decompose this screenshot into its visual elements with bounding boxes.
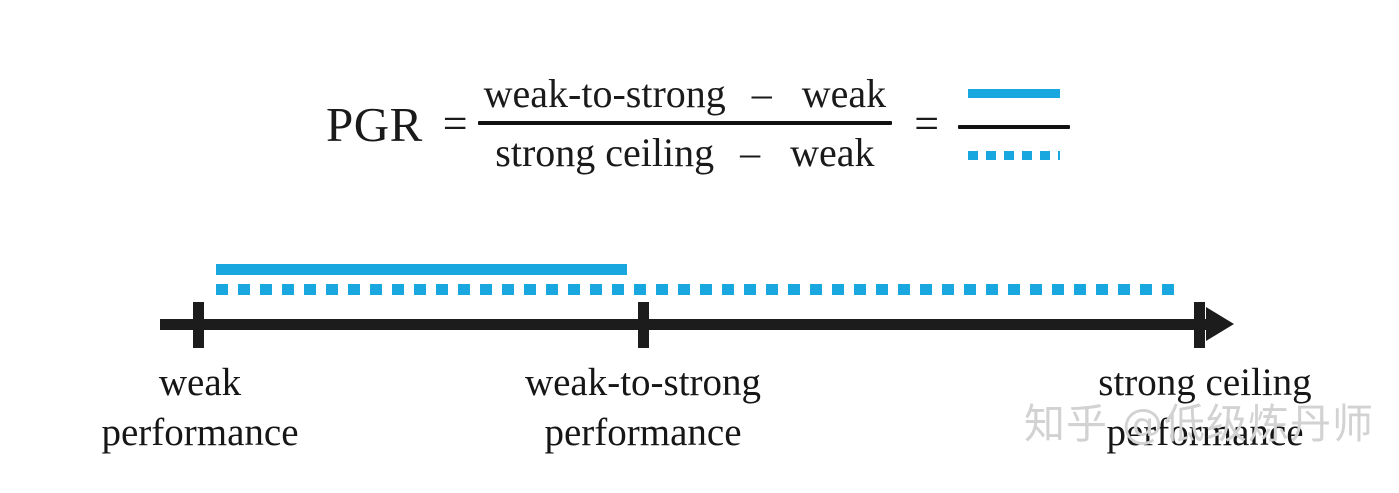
axis-label-weak: weak performance — [40, 358, 360, 458]
denominator-term-weak: weak — [790, 129, 875, 175]
axis-label-ceiling-line2: performance — [1106, 410, 1304, 454]
axis-arrow-icon — [1206, 307, 1234, 341]
axis-label-w2s-line1: weak-to-strong — [524, 361, 762, 404]
fraction-numerator: weak-to-strong–weak — [478, 69, 893, 121]
pgr-acronym-label: PGR — [325, 96, 423, 152]
equals-sign-first: = — [442, 99, 468, 148]
axis-label-weak-to-strong: weak-to-strong performance — [463, 358, 823, 458]
numerator-minus-operator: – — [751, 70, 772, 116]
denominator-term-strong-ceiling: strong ceiling — [495, 129, 715, 175]
numerator-term-weak: weak — [801, 70, 887, 116]
fraction-denominator: strong ceiling–weak — [489, 125, 880, 180]
visual-denominator-dotted-bar — [968, 150, 1061, 160]
denominator-minus-operator: – — [740, 129, 761, 175]
fraction-bar-visual — [958, 124, 1071, 129]
gain-bar-solid — [216, 264, 627, 275]
axis-label-weak-line1: weak — [158, 361, 242, 404]
pgr-visual-fraction — [955, 88, 1073, 160]
tick-mark-strong-ceiling — [1194, 302, 1205, 348]
axis-label-ceiling-line1: strong ceiling — [1098, 361, 1312, 404]
axis-label-w2s-line2: performance — [544, 410, 742, 454]
pgr-formula: PGR = weak-to-strong–weak strong ceiling… — [0, 44, 1399, 204]
zhihu-watermark: 知乎 @低级炼丹师 — [1024, 400, 1375, 448]
visual-numerator-solid-bar — [968, 88, 1061, 98]
numerator-term-weak-to-strong: weak-to-strong — [483, 70, 726, 116]
axis-line — [160, 319, 1216, 330]
pgr-textual-fraction: weak-to-strong–weak strong ceiling–weak — [477, 69, 893, 180]
tick-mark-weak — [193, 302, 204, 348]
axis-label-strong-ceiling: strong ceiling performance — [1025, 358, 1385, 458]
axis-label-weak-line2: performance — [101, 410, 299, 454]
gap-bar-dotted — [216, 284, 1180, 295]
fraction-bar-main — [477, 120, 893, 125]
tick-mark-weak-to-strong — [638, 302, 649, 348]
equals-sign-second: = — [914, 99, 940, 148]
